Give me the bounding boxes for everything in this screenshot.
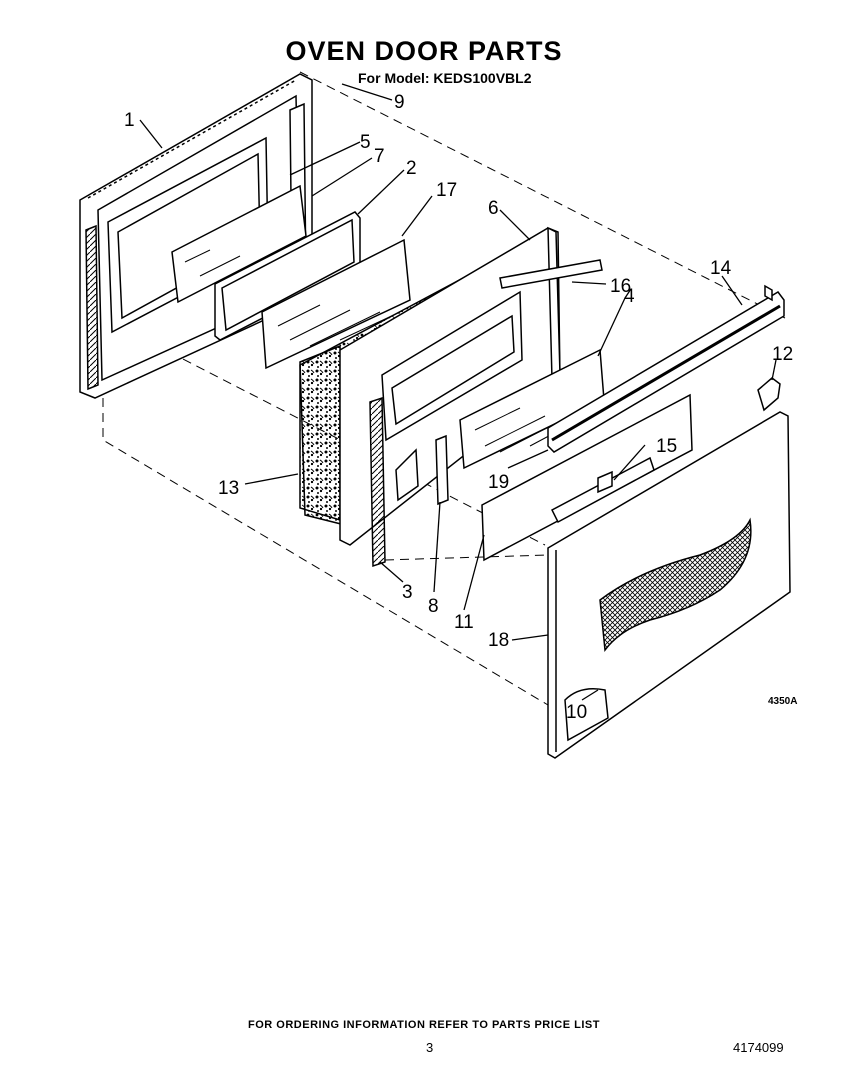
callout-18: 18 — [488, 630, 509, 651]
ordering-note: FOR ORDERING INFORMATION REFER TO PARTS … — [248, 1019, 600, 1031]
page-title: OVEN DOOR PARTS — [285, 36, 563, 66]
part-12-end-cap — [757, 377, 781, 412]
callout-2: 2 — [406, 158, 417, 179]
callout-13: 13 — [218, 478, 239, 499]
part-17-glass — [261, 238, 411, 370]
callout-16: 16 — [610, 276, 631, 297]
callout-7: 7 — [374, 146, 385, 167]
callout-3: 3 — [402, 582, 413, 603]
callout-17: 17 — [436, 180, 457, 201]
callout-1: 1 — [124, 110, 135, 131]
part-15-vent-trough — [481, 393, 693, 562]
part-8-hinge-bracket — [395, 434, 449, 506]
callout-4: 4 — [624, 286, 635, 307]
document-number: 4174099 — [733, 1040, 784, 1055]
callout-6: 6 — [488, 198, 499, 219]
callout-9: 9 — [394, 92, 405, 113]
callout-14: 14 — [710, 258, 732, 279]
part-13-insulation-strip — [299, 344, 346, 526]
callout-15: 15 — [656, 436, 677, 457]
callout-5: 5 — [360, 132, 371, 153]
callout-10: 10 — [566, 702, 587, 723]
callout-8: 8 — [428, 596, 439, 617]
page-number: 3 — [426, 1040, 434, 1055]
part-18-outer-door — [547, 411, 791, 759]
part-3-inner-panel — [339, 226, 561, 568]
model-line: For Model: KEDS100VBL2 — [358, 70, 532, 86]
part-5-glass-pane — [171, 184, 307, 304]
drawing-code: 4350A — [768, 696, 797, 707]
part-16-strip — [499, 259, 603, 289]
part-14-handle — [547, 284, 785, 453]
callout-12: 12 — [772, 344, 793, 365]
leader-lines — [139, 83, 777, 701]
callout-11: 11 — [454, 612, 474, 633]
callout-19: 19 — [488, 472, 509, 493]
